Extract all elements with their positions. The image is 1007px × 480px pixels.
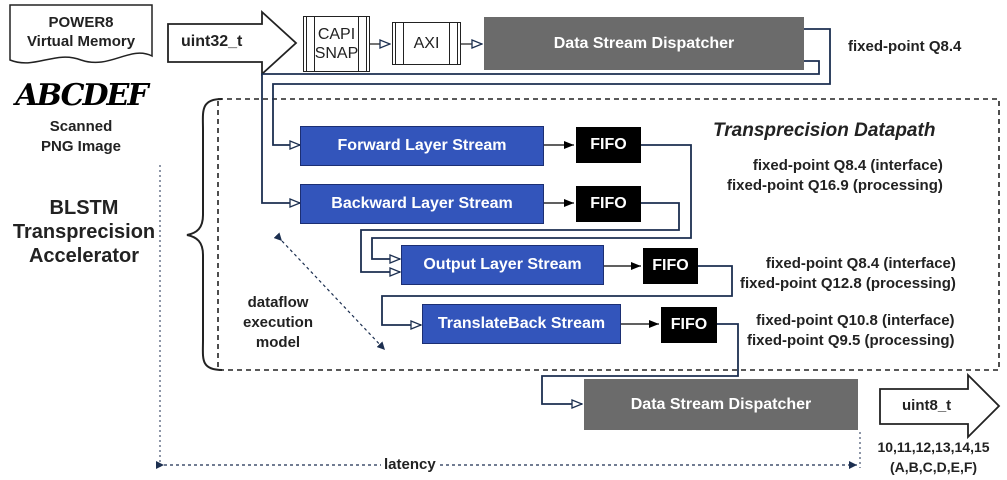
- dataflow-line1: dataflow: [247, 294, 309, 311]
- memory-banner-shape: [9, 4, 153, 64]
- memory-line2: Virtual Memory: [26, 33, 136, 50]
- capi-line1: CAPI: [317, 26, 356, 43]
- scanned-line1: Scanned: [49, 118, 113, 135]
- dispatcher-top: Data Stream Dispatcher: [484, 17, 804, 70]
- output-type-label: uint8_t: [902, 397, 952, 414]
- fifo-output: FIFO: [643, 248, 698, 284]
- fifo-forward: FIFO: [576, 127, 641, 163]
- translateback-stream: TranslateBack Stream: [422, 304, 621, 344]
- output-processing-format: fixed-point Q12.8 (processing): [740, 275, 956, 292]
- accelerator-brace: [186, 98, 223, 371]
- output-layer-stream: Output Layer Stream: [401, 245, 604, 285]
- accelerator-line1: BLSTM: [49, 197, 119, 219]
- input-type-label: uint32_t: [181, 33, 243, 50]
- accelerator-line2: Transprecision: [12, 221, 156, 243]
- lstm-formats: fixed-point Q8.4 (interface) fixed-point…: [727, 156, 943, 196]
- translate-formats: fixed-point Q10.8 (interface) fixed-poin…: [747, 311, 955, 351]
- lstm-processing-format: fixed-point Q16.9 (processing): [727, 177, 943, 194]
- fifo-translate: FIFO: [661, 307, 717, 343]
- translate-interface-format: fixed-point Q10.8 (interface): [756, 312, 955, 329]
- translate-processing-format: fixed-point Q9.5 (processing): [747, 332, 955, 349]
- scanned-label: Scanned PNG Image: [10, 117, 152, 157]
- datapath-title: Transprecision Datapath: [713, 120, 936, 141]
- output-interface-format: fixed-point Q8.4 (interface): [765, 255, 956, 272]
- output-values: 10,11,12,13,14,15 (A,B,C,D,E,F): [860, 437, 1007, 477]
- latency-label: latency: [381, 456, 439, 473]
- capi-snap-block: CAPI SNAP: [303, 16, 370, 72]
- lstm-interface-format: fixed-point Q8.4 (interface): [752, 157, 943, 174]
- scanned-glyphs: ABCDEF: [15, 78, 148, 113]
- dataflow-label: dataflow execution model: [228, 293, 328, 353]
- accelerator-line3: Accelerator: [28, 245, 140, 267]
- output-values-line2: (A,B,C,D,E,F): [889, 459, 978, 475]
- dataflow-line3: model: [255, 334, 301, 351]
- dispatcher-bottom: Data Stream Dispatcher: [584, 379, 858, 430]
- scanned-line2: PNG Image: [40, 138, 122, 155]
- forward-layer-stream: Forward Layer Stream: [300, 126, 544, 166]
- fifo-backward: FIFO: [576, 186, 641, 222]
- output-values-line1: 10,11,12,13,14,15: [877, 439, 990, 455]
- memory-line1: POWER8: [48, 14, 114, 31]
- output-arrow-shape: [879, 372, 1001, 440]
- dataflow-line2: execution: [242, 314, 314, 331]
- input-arrow-shape: [167, 9, 298, 77]
- datapath-region: [217, 98, 1000, 371]
- backward-layer-stream: Backward Layer Stream: [300, 184, 544, 224]
- accelerator-label: BLSTM Transprecision Accelerator: [0, 196, 168, 268]
- capi-line2: SNAP: [314, 45, 359, 62]
- axi-block: AXI: [392, 22, 461, 65]
- top-format-label: fixed-point Q8.4: [848, 38, 962, 55]
- memory-banner: POWER8 Virtual Memory: [10, 13, 152, 51]
- output-formats: fixed-point Q8.4 (interface) fixed-point…: [740, 254, 956, 294]
